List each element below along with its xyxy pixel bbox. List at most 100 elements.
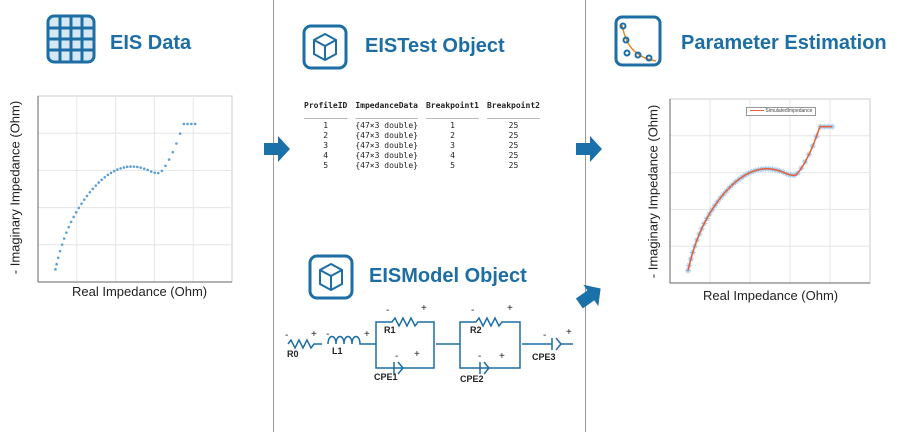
data-point (58, 249, 62, 253)
table-cell: 25 (508, 150, 519, 160)
eistest-table: ProfileID ImpedanceData Breakpoint1 Breakpo… (300, 100, 544, 170)
cube-icon (302, 24, 348, 70)
r1-label: R1 (384, 325, 396, 335)
cpe3-label: CPE3 (532, 352, 556, 362)
data-point (119, 167, 122, 170)
data-point (62, 237, 66, 240)
r2-label: R2 (470, 325, 482, 335)
data-point (129, 165, 132, 168)
data-point (139, 166, 143, 169)
minus-sign: - (326, 329, 330, 340)
data-point (193, 122, 197, 126)
data-point (125, 165, 129, 169)
arrow-up-right-icon (575, 284, 601, 309)
table-cell: 1 (450, 120, 455, 130)
table-cell: {47×3 double} (355, 120, 418, 130)
separator (273, 0, 274, 432)
data-point (94, 184, 98, 187)
parameter-estimation-title: Parameter Estimation (681, 32, 887, 54)
column-header: Breakpoint2 (486, 100, 540, 110)
data-point (178, 132, 182, 135)
arrow-right-icon (264, 136, 290, 162)
table-cell: 25 (508, 160, 519, 170)
grid-table-icon (46, 14, 96, 64)
table-cell: {47×3 double} (355, 160, 418, 170)
cube-icon (308, 254, 354, 300)
cpe1-label: CPE1 (374, 372, 398, 382)
data-point (56, 256, 60, 260)
eis-data-title: EIS Data (110, 32, 192, 54)
l1-label: L1 (332, 346, 343, 356)
data-point (156, 171, 160, 175)
column-header: ProfileID (304, 100, 348, 110)
plus-sign: + (311, 329, 317, 340)
column-header: Breakpoint1 (425, 100, 479, 110)
data-point (109, 171, 113, 175)
data-point (67, 225, 71, 229)
data-point (88, 190, 92, 194)
data-point (122, 166, 126, 169)
x-axis-label: Real Impedance (Ohm) (72, 284, 208, 299)
column-header: ImpedanceData (355, 100, 418, 110)
plus-sign: + (414, 349, 420, 360)
legend: SimulatedImpedance (746, 107, 817, 116)
data-point (167, 158, 171, 161)
table-cell: 1 (323, 120, 329, 130)
x-axis-label: Real Impedance (Ohm) (703, 288, 839, 303)
minus-sign: - (478, 351, 482, 362)
data-point (55, 262, 58, 266)
data-point (97, 181, 100, 184)
plot-frame (669, 98, 871, 284)
data-point (136, 165, 139, 169)
data-point (149, 170, 153, 173)
data-point (146, 168, 149, 172)
cpe2-label: CPE2 (460, 374, 484, 384)
data-point (182, 122, 186, 126)
table-cell: {47×3 double} (355, 130, 418, 140)
plus-sign: + (507, 303, 513, 314)
plus-sign: + (566, 327, 572, 338)
data-point (175, 142, 178, 145)
data-point (153, 171, 157, 175)
plus-sign: + (364, 329, 370, 340)
data-point (80, 202, 83, 205)
minus-sign: - (471, 305, 475, 316)
data-point (132, 165, 136, 168)
data-point (85, 194, 89, 198)
r0-label: R0 (287, 349, 299, 359)
data-point (116, 168, 119, 171)
data-point (72, 215, 75, 219)
fit-line (687, 125, 832, 271)
minus-sign: - (386, 305, 390, 316)
table-cell: {47×3 double} (355, 140, 418, 150)
arrow-right-icon (576, 136, 602, 162)
data-point (91, 187, 95, 191)
eismodel-object-title: EISModel Object (369, 265, 527, 287)
equivalent-circuit (287, 316, 573, 375)
data-point (186, 122, 189, 126)
plot-frame (37, 95, 233, 283)
table-row: 1 {47×3 double} 1 25 (300, 120, 544, 130)
y-axis-label: - Imaginary Impedance (Ohm) (645, 104, 661, 279)
minus-sign: - (395, 351, 399, 362)
table-cell: 4 (450, 150, 455, 160)
table-cell: 5 (450, 160, 455, 170)
data-point (164, 164, 167, 168)
table-cell: 5 (323, 160, 329, 170)
legend-entry: SimulatedImpedance (765, 108, 813, 114)
minus-sign: - (285, 330, 289, 341)
data-point (112, 169, 116, 173)
curve-fit-icon (614, 15, 662, 67)
data-point (65, 231, 68, 234)
data-point (74, 211, 78, 214)
table-cell: 4 (323, 150, 329, 160)
table-cell: 25 (508, 120, 519, 130)
data-point (54, 268, 57, 271)
table-cell: 2 (450, 130, 455, 140)
data-point (171, 150, 175, 154)
data-point (100, 178, 104, 182)
